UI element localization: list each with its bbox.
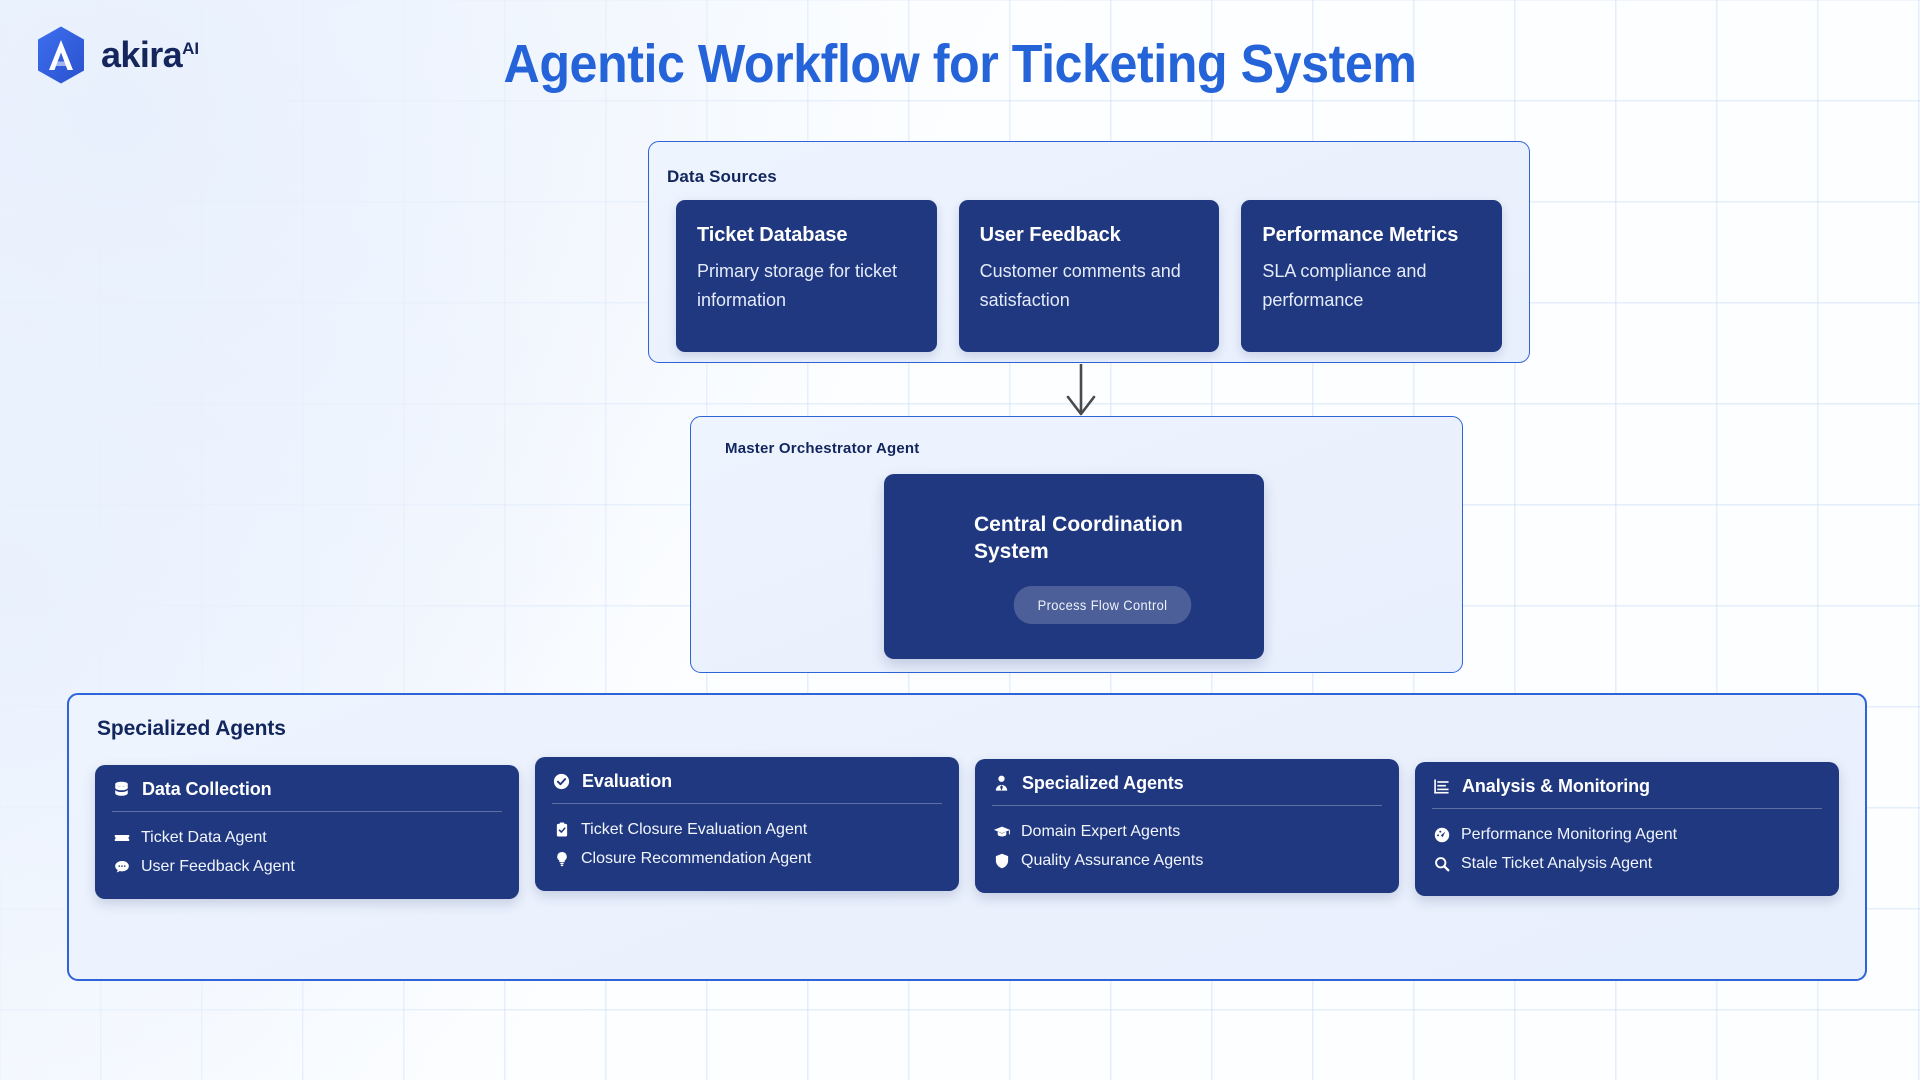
data-sources-label: Data Sources bbox=[667, 167, 777, 186]
agent-list-item[interactable]: User Feedback Agent bbox=[112, 852, 502, 881]
agent-group-card[interactable]: Analysis & Monitoring Performance Monito… bbox=[1415, 762, 1839, 896]
agent-item-label: Domain Expert Agents bbox=[1021, 822, 1181, 840]
brand-superscript: AI bbox=[182, 39, 200, 58]
data-sources-panel: Data Sources Ticket Database Primary sto… bbox=[648, 141, 1530, 363]
central-coordination-title: Central Coordination System bbox=[974, 513, 1183, 563]
agent-item-list: Performance Monitoring Agent Stale Ticke… bbox=[1432, 809, 1822, 878]
agent-item-label: Stale Ticket Analysis Agent bbox=[1461, 854, 1653, 872]
chart-list-icon bbox=[1432, 777, 1451, 796]
agent-item-label: User Feedback Agent bbox=[141, 857, 295, 875]
agent-group-title: Analysis & Monitoring bbox=[1462, 776, 1650, 796]
page-title: Agentic Workflow for Ticketing System bbox=[503, 34, 1417, 94]
arrow-down-icon bbox=[1063, 364, 1099, 420]
brand-name: akiraAI bbox=[101, 37, 199, 73]
agent-group-header: Specialized Agents bbox=[992, 773, 1382, 806]
agent-list-item[interactable]: Stale Ticket Analysis Agent bbox=[1432, 849, 1822, 878]
specialized-agents-card-row: Data Collection Ticket Data Agent bbox=[95, 757, 1839, 899]
data-source-description: SLA compliance and performance bbox=[1262, 261, 1427, 311]
data-source-description: Customer comments and satisfaction bbox=[979, 261, 1181, 311]
brand-name-text: akira bbox=[101, 34, 183, 75]
data-source-description: Primary storage for ticket information bbox=[697, 261, 898, 311]
database-icon bbox=[112, 780, 131, 799]
specialized-agents-panel: Specialized Agents Data Collection bbox=[67, 693, 1867, 981]
agent-item-label: Quality Assurance Agents bbox=[1021, 851, 1204, 869]
central-coordination-card[interactable]: Central Coordination System Process Flow… bbox=[884, 474, 1264, 659]
agent-item-label: Closure Recommendation Agent bbox=[581, 849, 812, 867]
agent-list-item[interactable]: Quality Assurance Agents bbox=[992, 846, 1382, 875]
process-flow-control-pill[interactable]: Process Flow Control bbox=[1013, 586, 1192, 624]
shield-icon bbox=[992, 851, 1011, 870]
search-icon bbox=[1432, 854, 1451, 873]
lightbulb-icon bbox=[552, 849, 571, 868]
agent-item-label: Ticket Data Agent bbox=[141, 828, 267, 846]
agent-list-item[interactable]: Ticket Data Agent bbox=[112, 823, 502, 852]
agent-group-card[interactable]: Specialized Agents Domain Expert Agents bbox=[975, 759, 1399, 893]
agent-list-item[interactable]: Ticket Closure Evaluation Agent bbox=[552, 815, 942, 844]
data-source-title: User Feedback bbox=[979, 224, 1121, 246]
agent-list-item[interactable]: Domain Expert Agents bbox=[992, 817, 1382, 846]
agent-group-card[interactable]: Data Collection Ticket Data Agent bbox=[95, 765, 519, 899]
agent-item-list: Domain Expert Agents Quality Assurance A… bbox=[992, 806, 1382, 875]
data-source-card[interactable]: Ticket Database Primary storage for tick… bbox=[676, 200, 937, 352]
ticket-icon bbox=[112, 828, 131, 847]
agent-list-item[interactable]: Closure Recommendation Agent bbox=[552, 844, 942, 873]
agent-item-list: Ticket Data Agent User Feedback Agent bbox=[112, 812, 502, 881]
user-tie-icon bbox=[992, 774, 1011, 793]
data-sources-card-row: Ticket Database Primary storage for tick… bbox=[676, 200, 1503, 352]
gauge-icon bbox=[1432, 825, 1451, 844]
data-source-card[interactable]: User Feedback Customer comments and sati… bbox=[958, 200, 1220, 352]
agent-group-title: Specialized Agents bbox=[1022, 773, 1184, 793]
clipboard-check-icon bbox=[552, 820, 571, 839]
specialized-agents-label: Specialized Agents bbox=[97, 717, 286, 740]
data-source-title: Performance Metrics bbox=[1262, 224, 1459, 246]
agent-group-card[interactable]: Evaluation Ticket Closure Evaluation Age… bbox=[535, 757, 959, 891]
hexagon-a-logo-icon bbox=[34, 25, 88, 85]
data-source-title: Ticket Database bbox=[697, 224, 848, 246]
agent-item-list: Ticket Closure Evaluation Agent Closure … bbox=[552, 804, 942, 873]
agent-item-label: Ticket Closure Evaluation Agent bbox=[581, 820, 808, 838]
agent-group-title: Evaluation bbox=[582, 771, 673, 791]
comment-icon bbox=[112, 857, 131, 876]
master-orchestrator-panel: Master Orchestrator Agent Central Coordi… bbox=[690, 416, 1463, 673]
agent-group-title: Data Collection bbox=[142, 779, 272, 799]
graduation-cap-icon bbox=[992, 822, 1011, 841]
agent-group-header: Evaluation bbox=[552, 771, 942, 804]
agent-group-header: Data Collection bbox=[112, 779, 502, 812]
agent-list-item[interactable]: Performance Monitoring Agent bbox=[1432, 820, 1822, 849]
data-source-card[interactable]: Performance Metrics SLA compliance and p… bbox=[1241, 200, 1503, 352]
master-orchestrator-label: Master Orchestrator Agent bbox=[725, 440, 920, 457]
agent-group-header: Analysis & Monitoring bbox=[1432, 776, 1822, 809]
brand-logo: akiraAI bbox=[34, 25, 199, 85]
agent-item-label: Performance Monitoring Agent bbox=[1461, 825, 1678, 843]
check-circle-icon bbox=[552, 772, 571, 791]
